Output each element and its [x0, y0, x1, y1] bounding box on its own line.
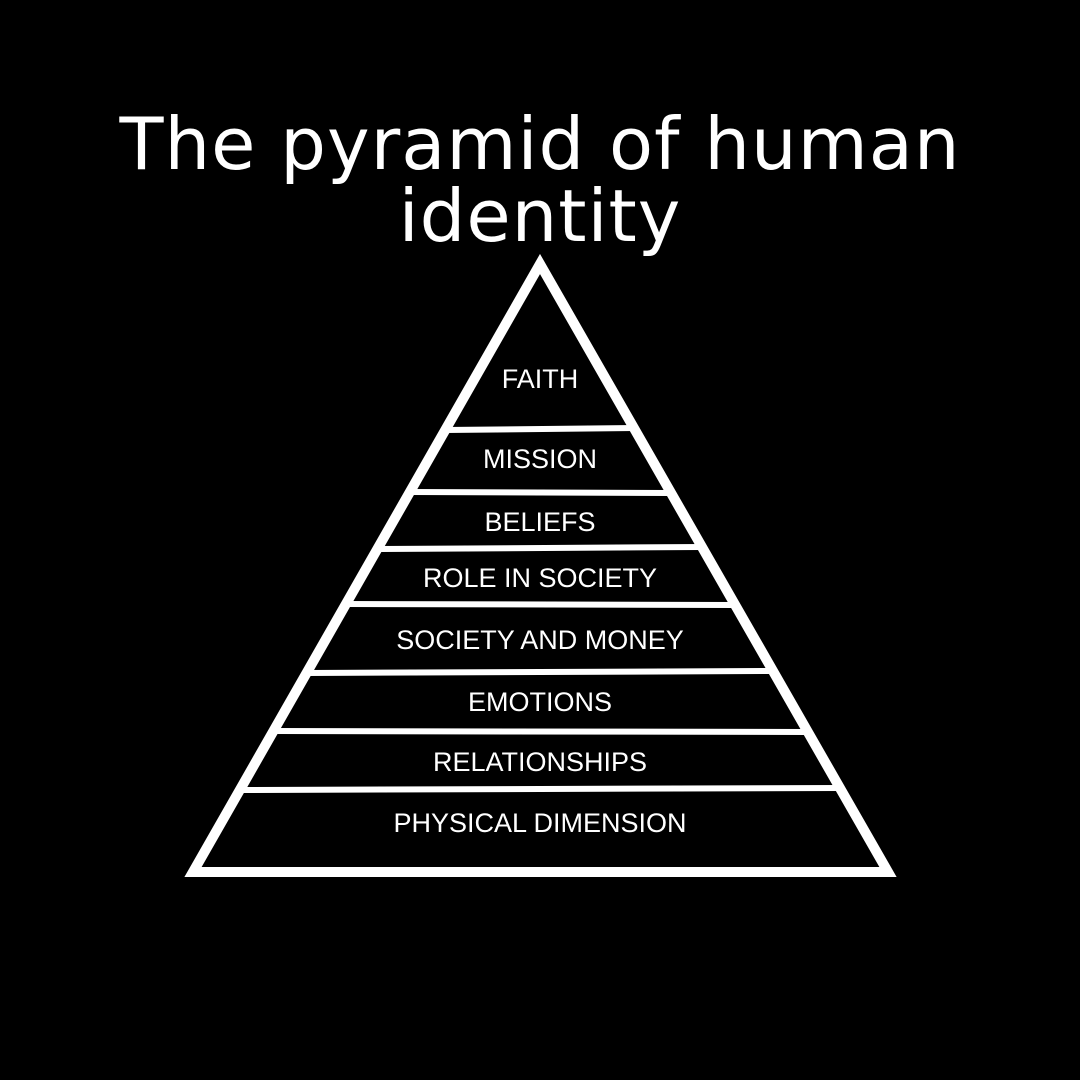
layer-divider [236, 785, 845, 793]
layer-divider [342, 601, 738, 608]
layer-divider [270, 728, 811, 735]
pyramid-outline [184, 253, 897, 877]
layer-dividers [236, 425, 845, 793]
layer-label: MISSION [483, 444, 597, 474]
layer-label: BELIEFS [484, 507, 595, 537]
layer-label: EMOTIONS [468, 687, 612, 717]
layer-divider [303, 668, 778, 676]
layer-divider [374, 544, 707, 552]
layer-label: FAITH [502, 364, 579, 394]
layer-label: ROLE IN SOCIETY [423, 563, 657, 593]
layer-divider [406, 489, 674, 496]
layer-label: PHYSICAL DIMENSION [393, 808, 686, 838]
layer-divider [442, 425, 639, 433]
layer-labels: FAITH MISSION BELIEFS ROLE IN SOCIETY SOCIET… [393, 364, 686, 838]
layer-label: RELATIONSHIPS [433, 747, 647, 777]
diagram-title: The pyramid of human identity [119, 102, 961, 258]
layer-label: SOCIETY AND MONEY [396, 625, 684, 655]
